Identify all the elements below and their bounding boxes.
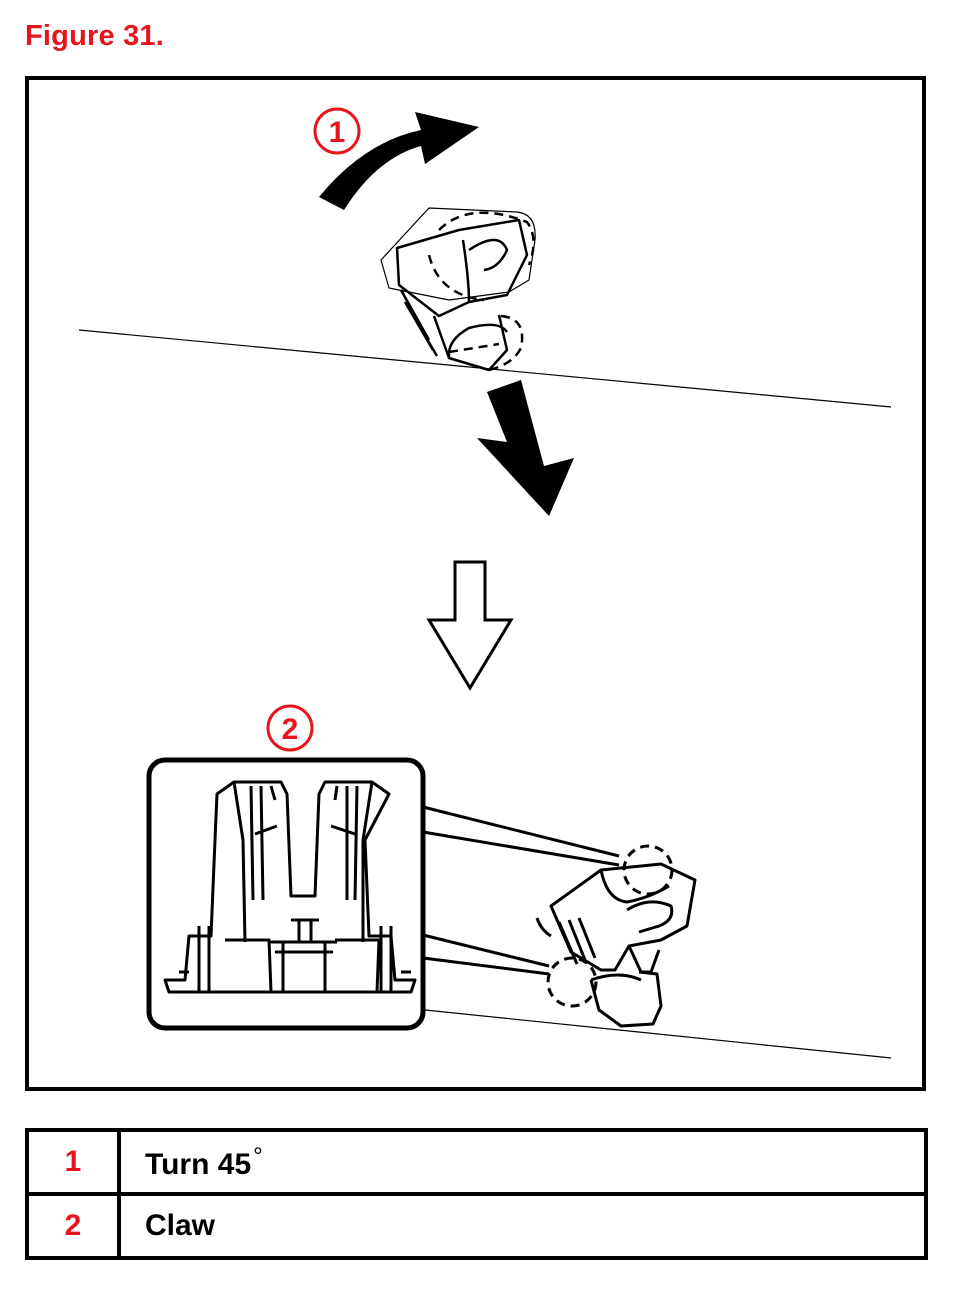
surface-line-bottom (424, 1009, 892, 1059)
svg-text:2: 2 (282, 713, 299, 746)
legend-table: 1 Turn 45° 2 Claw (25, 1128, 928, 1260)
figure-title: Figure 31. (25, 20, 164, 52)
illustration: 1 2 (78, 107, 892, 1059)
legend-row: 2 Claw (25, 1192, 928, 1260)
legend-number: 1 (25, 1128, 121, 1196)
svg-text:1: 1 (329, 116, 346, 149)
clip-lower (535, 844, 697, 1028)
push-down-arrow-icon (477, 380, 574, 516)
hollow-down-arrow-icon (426, 560, 514, 691)
callout-2: 2 (266, 704, 314, 752)
callout-1: 1 (313, 107, 361, 155)
legend-row: 1 Turn 45° (25, 1128, 928, 1196)
clip-upper (380, 207, 536, 372)
leader-lines (422, 805, 620, 976)
curved-rotation-arrow-icon (319, 112, 479, 210)
legend-description: Turn 45° (117, 1128, 928, 1196)
degree-symbol: ° (253, 1142, 263, 1170)
claw-detail-box (146, 757, 426, 1031)
legend-description: Claw (117, 1192, 928, 1260)
figure-frame: 1 2 (25, 76, 926, 1091)
legend-number: 2 (25, 1192, 121, 1260)
